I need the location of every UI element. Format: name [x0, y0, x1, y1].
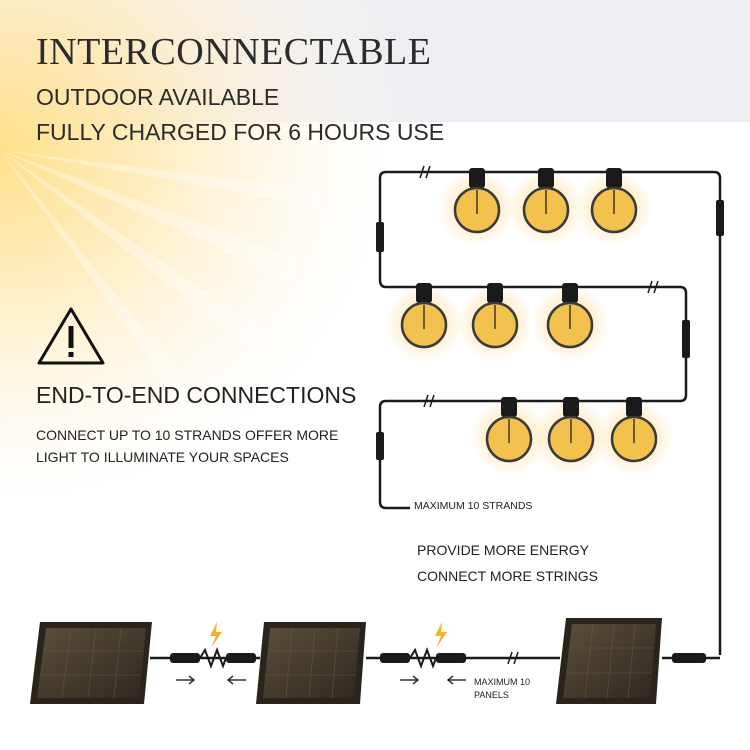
arrow-right-icon [400, 675, 420, 685]
solar-panel [556, 618, 662, 704]
panels-line-1: MAXIMUM 10 [474, 677, 531, 687]
panel-connector [672, 653, 706, 663]
subtitle-charge: FULLY CHARGED FOR 6 HOURS USE [36, 119, 445, 145]
solar-panel [30, 622, 152, 704]
feature-line-1: CONNECT UP TO 10 STRANDS OFFER MORE [36, 427, 339, 443]
break-mark [419, 165, 425, 179]
cable-connector [682, 320, 690, 358]
bulb [386, 283, 462, 361]
bulb-row-1 [439, 168, 652, 246]
feature-line-2: LIGHT TO ILLUMINATE YOUR SPACES [36, 449, 289, 465]
zigzag-joint [199, 647, 227, 669]
bulb-row-2 [386, 283, 608, 361]
panel-connector [226, 653, 256, 663]
arrow-left-icon [226, 675, 246, 685]
strands-label: MAXIMUM 10 STRANDS [414, 500, 533, 512]
bulb [508, 168, 584, 246]
bulb [596, 397, 672, 475]
panel-connector [170, 653, 200, 663]
energy-line-2: CONNECT MORE STRINGS [417, 568, 598, 584]
feature-heading: END-TO-END CONNECTIONS [36, 382, 357, 408]
lightning-icon [210, 622, 222, 648]
arrow-left-icon [446, 675, 466, 685]
solar-panel [256, 622, 366, 704]
cable-connector [376, 432, 384, 460]
panel-connector [436, 653, 466, 663]
panels-line-2: PANELS [474, 690, 509, 700]
bulb [457, 283, 533, 361]
warning-triangle-icon [37, 307, 105, 365]
cable-connector [376, 222, 384, 252]
cable-connector [716, 200, 724, 236]
bulb [439, 168, 515, 246]
energy-line-1: PROVIDE MORE ENERGY [417, 542, 589, 558]
panels-label: MAXIMUM 10 PANELS [474, 676, 554, 702]
break-mark [423, 394, 429, 408]
page-title: INTERCONNECTABLE [36, 31, 432, 73]
bulb [532, 283, 608, 361]
break-mark [647, 280, 653, 294]
lightning-icon [435, 622, 447, 648]
break-mark [507, 651, 513, 665]
zigzag-joint [409, 647, 437, 669]
energy-text: PROVIDE MORE ENERGY CONNECT MORE STRINGS [417, 537, 598, 589]
arrow-right-icon [176, 675, 196, 685]
subtitle-outdoor: OUTDOOR AVAILABLE [36, 84, 280, 110]
bulb [576, 168, 652, 246]
bulb-row-3 [471, 397, 672, 475]
bulb [471, 397, 547, 475]
panel-connector [380, 653, 410, 663]
feature-text: CONNECT UP TO 10 STRANDS OFFER MORE LIGH… [36, 424, 338, 468]
bulb [533, 397, 609, 475]
string-cable [378, 170, 722, 655]
